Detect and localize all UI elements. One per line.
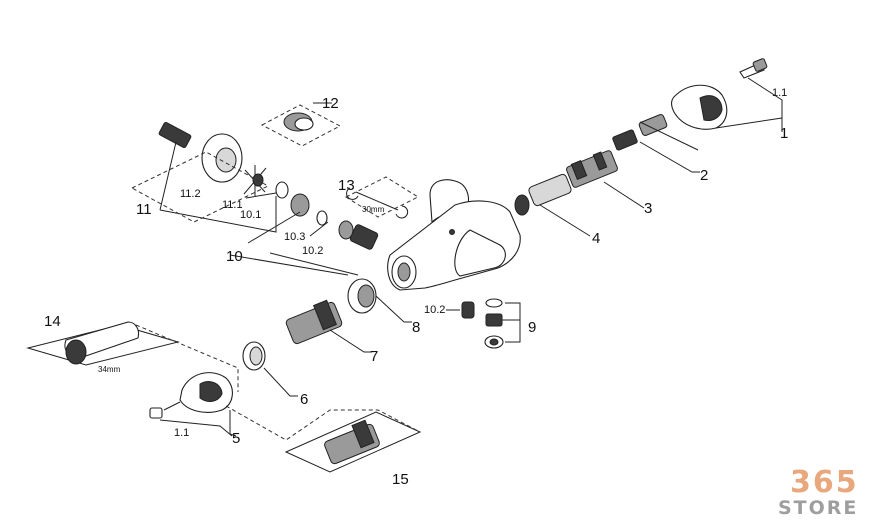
part-7-thermo-cartridge — [285, 299, 343, 345]
part-3-cartridge — [566, 150, 618, 188]
label-2: 2 — [700, 167, 708, 184]
dashed-frames — [130, 104, 421, 441]
wrench-size-label: 30mm — [362, 205, 385, 214]
watermark-text: STORE — [778, 497, 858, 519]
label-11-2: 11.2 — [180, 188, 201, 200]
part-2-spindle — [612, 114, 668, 151]
part-12-connector — [283, 112, 314, 132]
label-1-1-top: 1.1 — [772, 87, 787, 99]
label-13: 13 — [338, 177, 355, 194]
label-10-2-left: 10.2 — [424, 304, 445, 316]
label-15: 15 — [392, 471, 409, 488]
label-11: 11 — [136, 201, 152, 218]
label-5: 5 — [232, 430, 240, 447]
label-10-2-right: 10.2 — [302, 245, 323, 257]
label-12: 12 — [322, 95, 339, 112]
part-11-wall-connector — [158, 121, 267, 197]
mixer-body — [387, 179, 521, 291]
socket-size-label: 34mm — [98, 365, 121, 374]
part-13-wrench — [346, 187, 409, 219]
part-8-ring — [347, 278, 377, 314]
part-14-socket-tool — [26, 321, 180, 366]
part-10-eccentrics — [275, 181, 379, 250]
label-4: 4 — [592, 230, 600, 247]
label-6: 6 — [300, 391, 308, 408]
part-4-valve — [514, 173, 572, 216]
label-1-1-bottom: 1.1 — [174, 427, 189, 439]
callout-labels: 1 1.1 2 3 4 5 1.1 6 7 8 9 10 10.1 10.2 1… — [44, 87, 788, 488]
leader-lines — [159, 77, 783, 437]
label-11-1: 11.1 — [222, 199, 243, 211]
part-10-2-filter — [461, 301, 475, 319]
part-15-cartridge — [284, 411, 422, 473]
part-6-ring — [242, 341, 266, 371]
part-9-small-parts — [484, 298, 504, 349]
part-1-handle-cap — [671, 58, 768, 130]
label-3: 3 — [644, 200, 652, 217]
label-8: 8 — [412, 319, 420, 336]
label-10: 10 — [226, 248, 243, 265]
label-10-3: 10.3 — [284, 231, 305, 243]
store-watermark: 365 STORE — [778, 465, 859, 519]
label-10-1: 10.1 — [240, 209, 261, 221]
label-7: 7 — [370, 348, 378, 365]
label-9: 9 — [528, 319, 536, 336]
watermark-number: 365 — [790, 465, 859, 500]
label-1: 1 — [780, 125, 788, 142]
label-14: 14 — [44, 313, 61, 330]
part-5-handle-left — [149, 372, 233, 419]
